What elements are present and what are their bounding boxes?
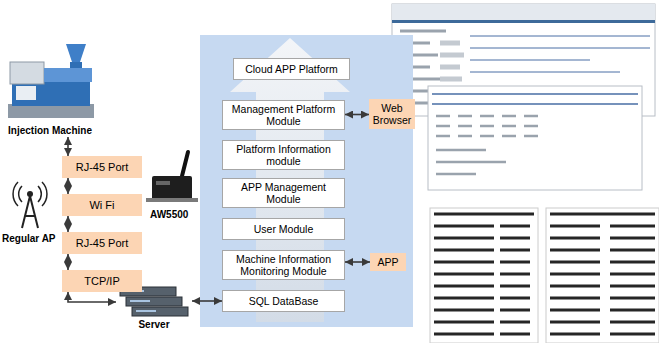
node-text: Management Platform Module bbox=[227, 103, 340, 127]
client-box: APP bbox=[370, 253, 406, 271]
gateway-device bbox=[146, 152, 198, 202]
database-box: SQL DataBase bbox=[222, 290, 345, 312]
node-text: APP Management Module bbox=[227, 181, 340, 205]
module-box: Platform Information module bbox=[222, 140, 345, 170]
machine-base bbox=[8, 104, 94, 118]
node-text: RJ-45 Port bbox=[76, 236, 129, 250]
module-box: Management Platform Module bbox=[222, 100, 345, 130]
hopper bbox=[66, 44, 86, 62]
screen-rule-lines bbox=[432, 94, 638, 104]
module-box: User Module bbox=[222, 218, 345, 240]
interface-box: TCP/IP bbox=[62, 270, 142, 292]
node-text: Platform Information module bbox=[227, 143, 340, 167]
screen-frame bbox=[428, 86, 642, 190]
antenna-tip bbox=[27, 191, 33, 197]
node-text: Injection Machine bbox=[8, 124, 92, 137]
antenna-mast bbox=[22, 196, 38, 228]
device-label: AW5500 bbox=[150, 208, 188, 221]
node-text: APP bbox=[377, 256, 398, 268]
node-text: Wi Fi bbox=[89, 198, 114, 212]
node-text: RJ-45 Port bbox=[76, 160, 129, 174]
clamp-unit bbox=[10, 62, 44, 84]
node-text: Server bbox=[138, 318, 169, 331]
access-point-icon bbox=[13, 182, 47, 228]
interface-box: RJ-45 Port bbox=[62, 232, 142, 254]
node-text: User Module bbox=[254, 223, 314, 235]
link-arrow bbox=[345, 114, 369, 116]
device-antenna bbox=[182, 152, 188, 176]
cloud-panel bbox=[200, 35, 413, 327]
screen-header bbox=[392, 4, 655, 20]
link-arrow bbox=[192, 300, 222, 302]
app-screenshot bbox=[546, 208, 659, 343]
node-text: Web Browser bbox=[371, 102, 413, 126]
injection-unit bbox=[44, 68, 92, 82]
injection-machine-figure bbox=[8, 44, 94, 118]
machine-body bbox=[12, 82, 90, 106]
link-arrow bbox=[68, 292, 116, 302]
machine-node: Injection Machine bbox=[4, 40, 96, 137]
hopper-neck bbox=[70, 62, 82, 68]
node-text: TCP/IP bbox=[84, 274, 119, 288]
interface-box: Wi Fi bbox=[62, 194, 142, 216]
app-screenshot bbox=[430, 208, 538, 343]
platform-box: Cloud APP Platform bbox=[233, 58, 350, 80]
node-text: Cloud APP Platform bbox=[245, 63, 338, 75]
screen-frame bbox=[546, 208, 659, 343]
device-port bbox=[156, 181, 170, 185]
link-arrow bbox=[67, 254, 69, 270]
server-node: Server bbox=[116, 284, 192, 331]
control-panel bbox=[16, 86, 36, 100]
link-arrow bbox=[67, 178, 69, 194]
node-text: Machine Information Monitoring Module bbox=[227, 253, 340, 277]
link-arrow bbox=[67, 137, 69, 156]
link-arrow bbox=[67, 216, 69, 232]
screen-text-rows bbox=[550, 214, 655, 334]
device-label: Regular AP bbox=[2, 232, 56, 245]
module-box: Machine Information Monitoring Module bbox=[222, 250, 345, 280]
screen-rule-lines bbox=[470, 36, 650, 72]
interface-box: RJ-45 Port bbox=[62, 156, 142, 178]
web-screenshot bbox=[428, 86, 642, 190]
screen-menu-bar bbox=[392, 20, 655, 23]
screen-frame bbox=[430, 208, 538, 343]
module-box: APP Management Module bbox=[222, 178, 345, 208]
screen-inputs bbox=[440, 43, 464, 79]
screen-text-rows bbox=[434, 214, 534, 334]
server-lights bbox=[124, 291, 156, 311]
signal-waves bbox=[13, 182, 47, 206]
screen-text-rows bbox=[436, 116, 538, 174]
client-box: Web Browser bbox=[369, 99, 415, 129]
node-text: SQL DataBase bbox=[249, 295, 319, 307]
device-bracket bbox=[146, 198, 198, 202]
link-arrow bbox=[345, 261, 370, 263]
